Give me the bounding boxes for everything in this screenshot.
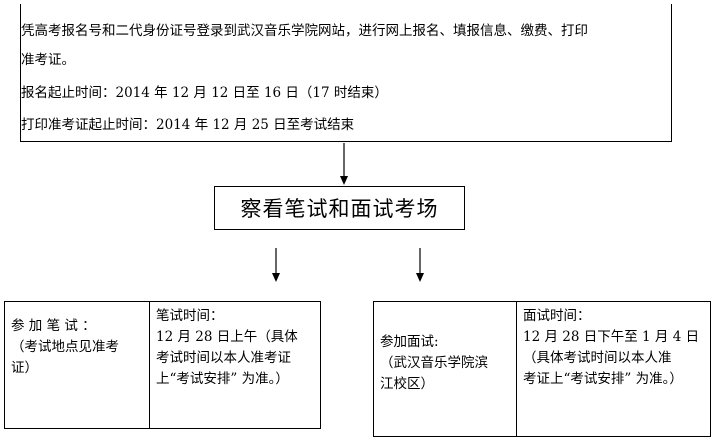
interview-label-cell: 参加面试: （武汉音乐学院滨 江校区）: [374, 302, 517, 436]
check-exam-venue-box: 察看笔试和面试考场: [214, 186, 465, 230]
written-exam-label-cell: 参 加 笔 试 ： （考试地点见准考 证）: [5, 302, 150, 428]
written-exam-location-line-1: （考试地点见准考: [11, 339, 119, 355]
interview-label: 参加面试:: [380, 334, 439, 350]
written-exam-date: 12 月 28 日上午（具体: [156, 329, 298, 345]
registration-text-line-1: 凭高考报名号和二代身份证号登录到武汉音乐学院网站，进行网上报名、填报信息、缴费、…: [21, 23, 588, 39]
written-exam-time-cell: 笔试时间： 12 月 28 日上午（具体 考试时间以本人准考证 上“考试安排” …: [150, 302, 320, 428]
down-arrow-icon: [415, 248, 425, 282]
interview-note-line-1: （具体考试时间以本人准: [523, 350, 672, 366]
interview-time-cell: 面试时间： 12 月 28 日下午至 1 月 4 日 （具体考试时间以本人准 考…: [517, 302, 710, 436]
interview-exam-box: 参加面试: （武汉音乐学院滨 江校区） 面试时间： 12 月 28 日下午至 1…: [373, 301, 711, 437]
written-exam-note-line-2: 上“考试安排” 为准。）: [156, 371, 289, 387]
down-arrow-icon: [339, 143, 349, 185]
down-arrow-icon: [271, 248, 281, 282]
interview-date: 12 月 28 日下午至 1 月 4 日: [523, 329, 700, 345]
written-exam-time-label: 笔试时间：: [156, 308, 224, 324]
registration-info-box: [20, 4, 672, 142]
interview-note-line-2: 考证上“考试安排” 为准。）: [523, 371, 683, 387]
written-exam-location-line-2: 证）: [11, 360, 38, 376]
registration-period-line: 报名起止时间：2014 年 12 月 12 日至 16 日（17 时结束）: [21, 85, 388, 101]
print-admission-period-line: 打印准考证起止时间：2014 年 12 月 25 日至考试结束: [21, 117, 355, 133]
interview-location-line-2: 江校区）: [380, 376, 434, 392]
interview-time-label: 面试时间：: [523, 308, 591, 324]
check-exam-venue-title: 察看笔试和面试考场: [240, 197, 439, 221]
written-exam-box: 参 加 笔 试 ： （考试地点见准考 证） 笔试时间： 12 月 28 日上午（…: [4, 301, 321, 429]
written-exam-label: 参 加 笔 试 ：: [11, 318, 96, 334]
written-exam-note-line-1: 考试时间以本人准考证: [156, 350, 291, 366]
registration-text-line-2: 准考证。: [21, 52, 75, 68]
interview-location-line-1: （武汉音乐学院滨: [380, 355, 488, 371]
